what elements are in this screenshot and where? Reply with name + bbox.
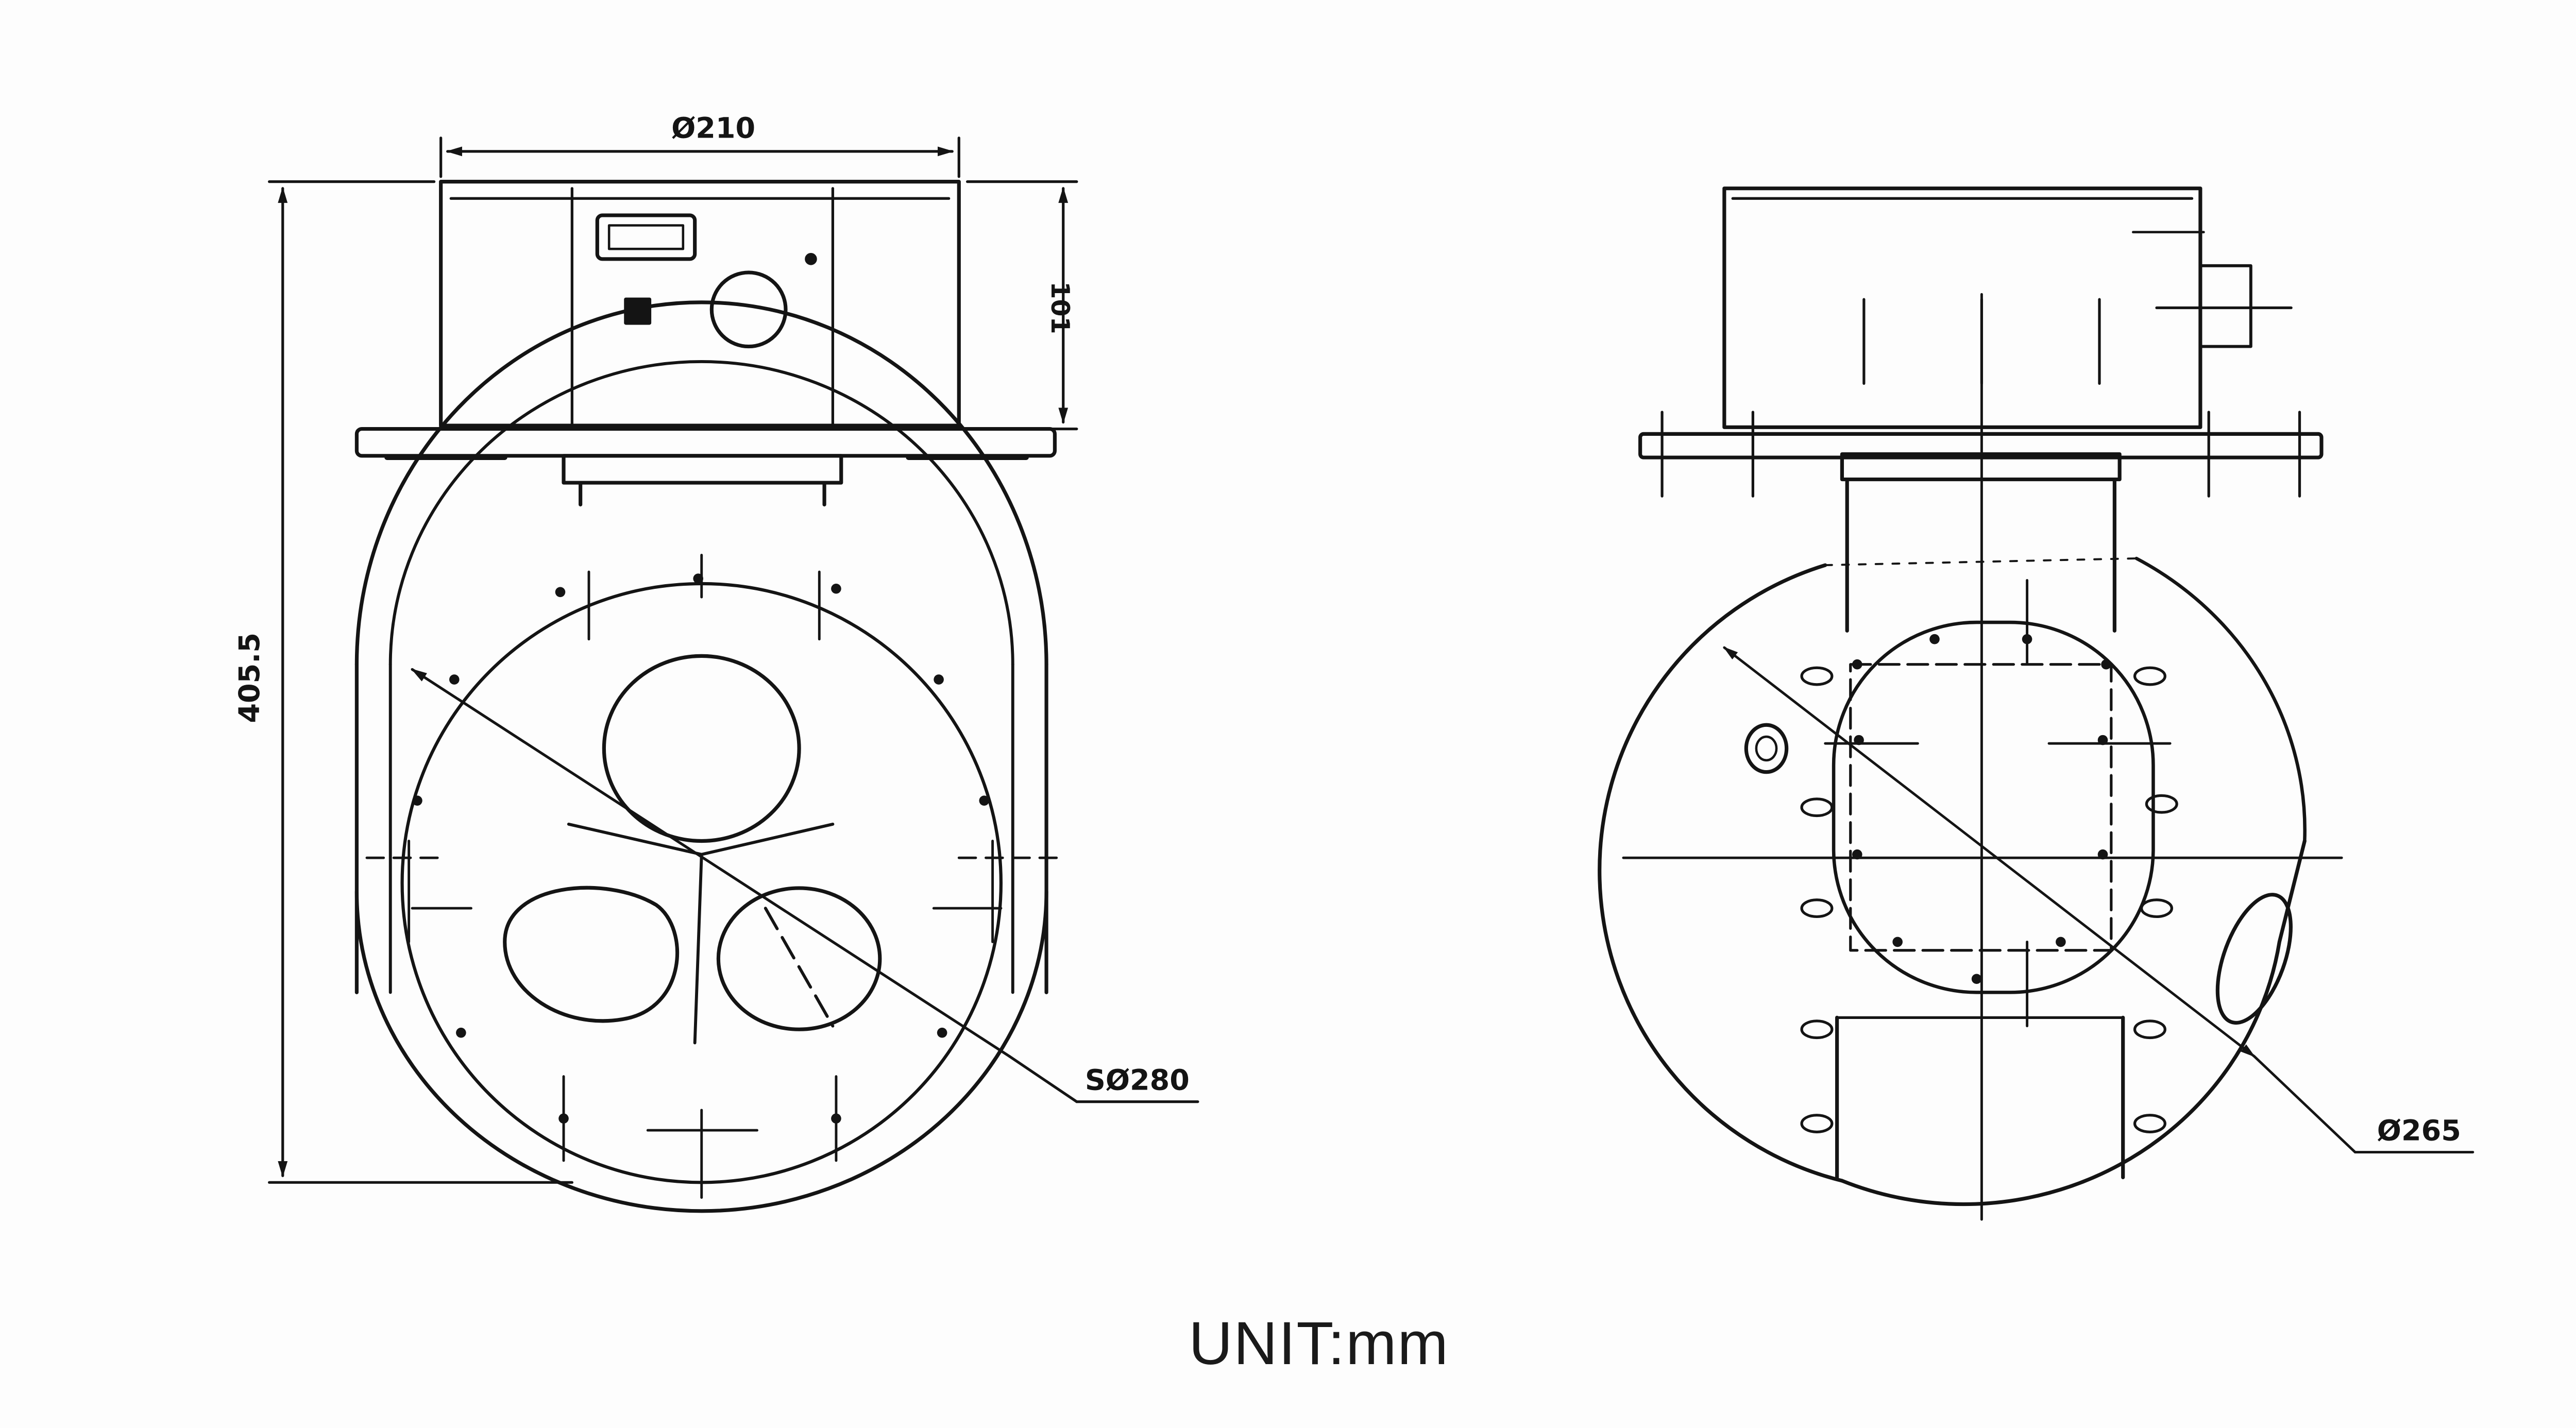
dim-sphere-side: Ø265 bbox=[2377, 1114, 2461, 1148]
front-ball-top bbox=[354, 300, 1048, 667]
side-connector bbox=[2198, 264, 2252, 348]
side-dimensions bbox=[1622, 293, 2475, 1221]
front-mount-box bbox=[439, 180, 961, 428]
dim-top-diameter: Ø210 bbox=[671, 112, 755, 145]
side-mount-box bbox=[1722, 186, 2202, 429]
dim-box-height: 101 bbox=[1045, 281, 1075, 334]
side-view bbox=[1598, 186, 2324, 1206]
dimension-labels: Ø210 101 405.5 SØ280 Ø265 bbox=[233, 112, 2461, 1148]
connector-port-icon bbox=[595, 213, 697, 261]
lens-window-top bbox=[602, 654, 801, 843]
cable-gland-icon bbox=[709, 270, 788, 349]
unit-label: UNIT:mm bbox=[1189, 1310, 1449, 1378]
dim-sphere-front: SØ280 bbox=[1085, 1064, 1190, 1097]
front-view bbox=[354, 180, 1058, 1213]
front-ball-bottom bbox=[354, 889, 1048, 1213]
side-knob bbox=[1744, 723, 1789, 774]
front-dimensions bbox=[268, 137, 1199, 1184]
lens-window-left bbox=[503, 886, 680, 1023]
side-window bbox=[2215, 893, 2293, 1025]
front-flange bbox=[354, 427, 1057, 458]
side-sphere bbox=[1598, 563, 1844, 1183]
camera-module bbox=[1832, 620, 2155, 994]
lens-window-right bbox=[716, 886, 882, 1031]
dim-total-height: 405.5 bbox=[233, 633, 266, 723]
